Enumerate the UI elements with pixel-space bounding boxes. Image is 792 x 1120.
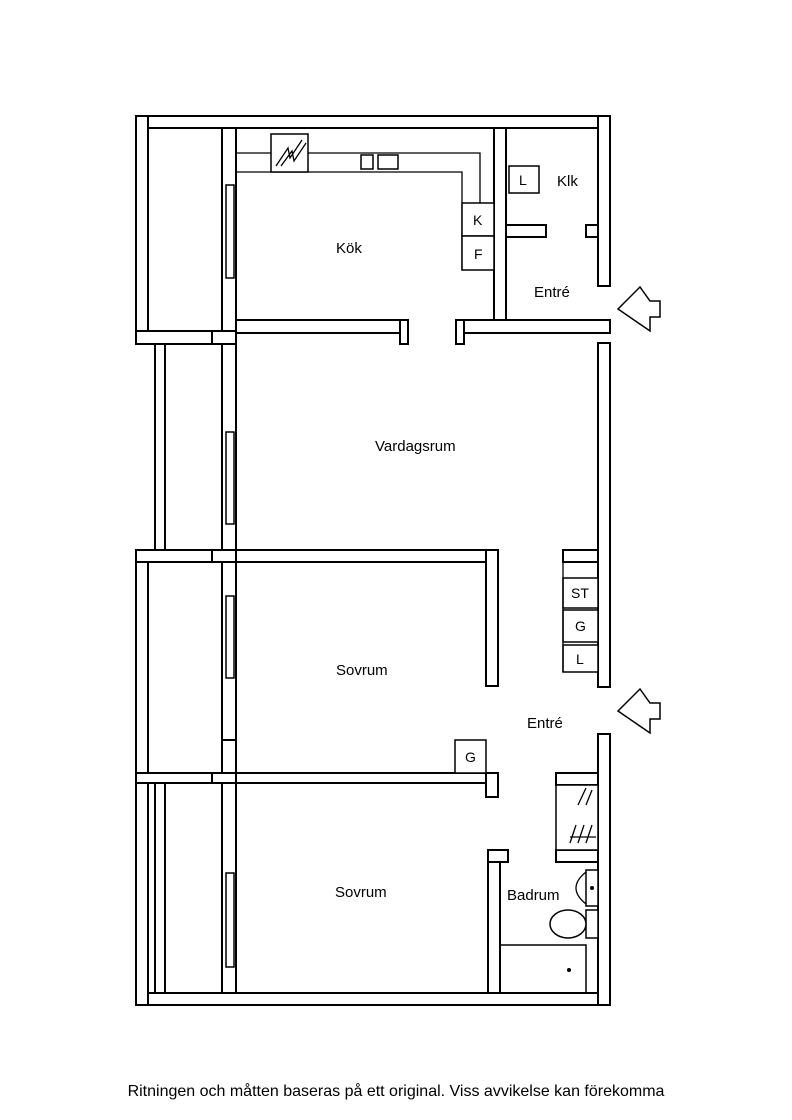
door-stub xyxy=(211,549,237,563)
bathroom-wall-left xyxy=(487,849,501,994)
wall-left-3 xyxy=(135,782,149,1006)
floor-drain xyxy=(567,968,571,972)
bedroom-divider xyxy=(235,772,499,784)
appliance-label-k: K xyxy=(473,212,483,228)
door-stub xyxy=(399,319,409,345)
room-label-vardagsrum: Vardagsrum xyxy=(375,438,456,455)
bathroom-wall-top xyxy=(555,849,599,863)
window xyxy=(225,872,235,968)
entre-storage xyxy=(562,562,599,673)
room-label-klk: Klk xyxy=(557,173,578,190)
room-label-kok: Kök xyxy=(336,240,362,257)
bedroom-right-wall xyxy=(485,549,499,687)
bathroom-fixtures xyxy=(499,869,599,994)
stove-icon xyxy=(270,133,309,173)
sink-box xyxy=(360,154,374,170)
disclaimer-footer: Ritningen och måtten baseras på ett orig… xyxy=(127,1083,665,1100)
balcony-mid xyxy=(147,561,223,774)
klk-l-box xyxy=(508,165,540,194)
kitchen-wall-bottom-left xyxy=(235,319,407,334)
wall-top xyxy=(135,115,611,129)
kitchen-klk-wall xyxy=(493,127,507,321)
appliance-label-st: ST xyxy=(571,585,589,601)
room-label-sovrum-2: Sovrum xyxy=(335,884,387,901)
entrance-arrow-icon[interactable] xyxy=(616,285,661,333)
kitchen-counter xyxy=(236,152,495,271)
door-stub xyxy=(211,330,237,345)
windows xyxy=(225,184,235,968)
balcony-top xyxy=(147,127,223,332)
appliance-label-l-entre: L xyxy=(576,651,584,667)
room-label-entre-mid: Entré xyxy=(527,715,563,732)
balcony-rail-1 xyxy=(154,343,166,551)
wall-left-2 xyxy=(135,549,149,784)
wall-right-2 xyxy=(597,342,611,688)
wall-bottom xyxy=(135,992,611,1006)
appliance-label-f: F xyxy=(474,246,483,262)
sink-icon xyxy=(575,869,599,907)
door-stub xyxy=(211,772,237,784)
appliance-label-g-entre: G xyxy=(575,618,586,634)
living-bedroom-wall xyxy=(235,549,499,563)
door-stub xyxy=(455,319,465,345)
wardrobe-wall xyxy=(555,772,599,786)
kitchen-wall-bottom-right xyxy=(455,319,611,334)
appliance-label-g-sovrum: G xyxy=(465,749,476,765)
wall-left-1 xyxy=(135,115,149,345)
window xyxy=(225,431,235,525)
klk-wall xyxy=(505,224,547,238)
interior-walls xyxy=(211,127,611,994)
k-box xyxy=(461,202,495,237)
wall-right-1 xyxy=(597,115,611,287)
bedroom-g-box xyxy=(454,739,487,774)
window xyxy=(225,184,235,279)
door-stub xyxy=(487,849,509,863)
window xyxy=(225,595,235,679)
balcony-rail-2 xyxy=(154,782,166,994)
shower-area xyxy=(499,944,587,994)
room-label-sovrum-1: Sovrum xyxy=(336,662,388,679)
appliance-label-l-klk: L xyxy=(519,172,527,188)
door-stub xyxy=(485,772,499,798)
f-box xyxy=(461,235,495,271)
room-label-badrum: Badrum xyxy=(507,887,560,904)
room-label-entre-top: Entré xyxy=(534,284,570,301)
toilet-icon xyxy=(549,909,599,939)
storage-wall-top xyxy=(562,549,599,563)
door-stub xyxy=(221,739,237,774)
klk-wall xyxy=(585,224,599,238)
wardrobe xyxy=(555,784,599,851)
wall-right-3 xyxy=(597,733,611,1006)
entrance-arrow-icon[interactable] xyxy=(616,687,661,735)
sink-box xyxy=(377,154,399,170)
